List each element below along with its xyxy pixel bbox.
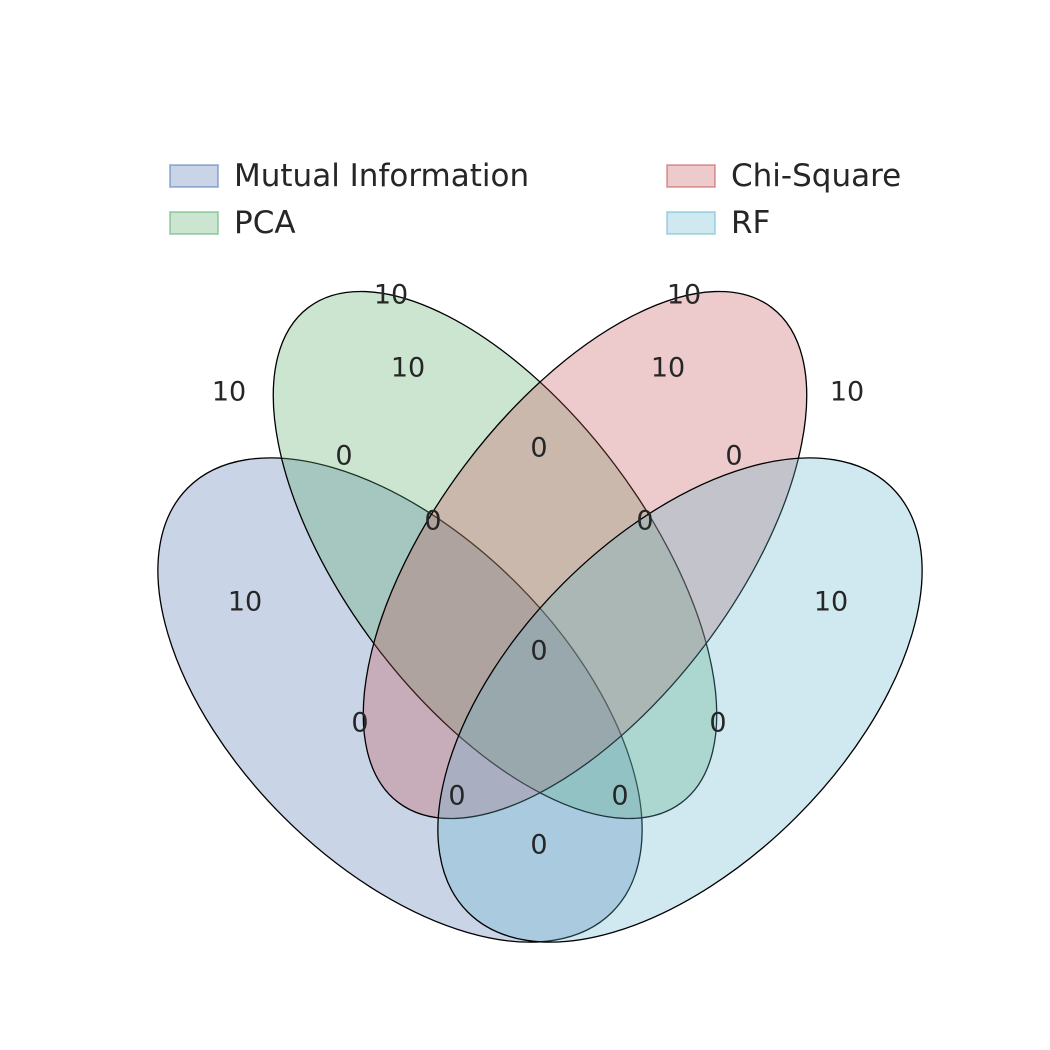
- region-mutual-information--pca--rf: 0: [611, 781, 628, 812]
- legend-swatch-rf: [666, 211, 716, 235]
- region-pca--chi-square: 0: [530, 433, 547, 464]
- legend-swatch-pca: [169, 211, 219, 235]
- set-ellipse-chi-square: [362, 290, 808, 820]
- legend-label-chi-square: Chi-Square: [731, 158, 901, 194]
- region-mutual-information--pca: 0: [335, 441, 352, 472]
- set-ellipse-mutual-information: [157, 457, 643, 943]
- region-rf: 10: [814, 587, 848, 618]
- region-mutual-information--rf: 0: [530, 830, 547, 861]
- region-chi-square--rf: 0: [725, 441, 742, 472]
- region-mutual-information--pca--chi-square--rf: 0: [530, 636, 547, 667]
- set-total-chi-square: 10: [667, 280, 701, 311]
- legend-label-mutual-information: Mutual Information: [234, 158, 529, 194]
- region-pca--chi-square--rf: 0: [636, 506, 653, 537]
- region-mutual-information--chi-square--rf: 0: [448, 781, 465, 812]
- region-mutual-information: 10: [228, 587, 262, 618]
- set-ellipse-pca: [272, 290, 718, 820]
- set-total-pca: 10: [374, 280, 408, 311]
- region-mutual-information--pca--chi-square: 0: [424, 506, 441, 537]
- legend-label-pca: PCA: [234, 205, 296, 241]
- legend-swatch-mutual-information: [169, 164, 219, 188]
- region-pca--rf: 0: [709, 708, 726, 739]
- legend-label-rf: RF: [731, 205, 770, 241]
- region-chi-square: 10: [651, 353, 685, 384]
- set-total-labels: 10 10 10 10: [212, 280, 864, 408]
- region-pca: 10: [391, 353, 425, 384]
- region-labels: 10 10 10 10 0 0 0 0 0 0 0 0 0 0 0: [228, 353, 848, 861]
- set-ellipse-rf: [437, 457, 923, 943]
- set-total-mutual-information: 10: [212, 377, 246, 408]
- region-mutual-information--chi-square: 0: [351, 708, 368, 739]
- set-total-rf: 10: [830, 377, 864, 408]
- set-ellipses: [157, 290, 923, 943]
- legend-swatch-chi-square: [666, 164, 716, 188]
